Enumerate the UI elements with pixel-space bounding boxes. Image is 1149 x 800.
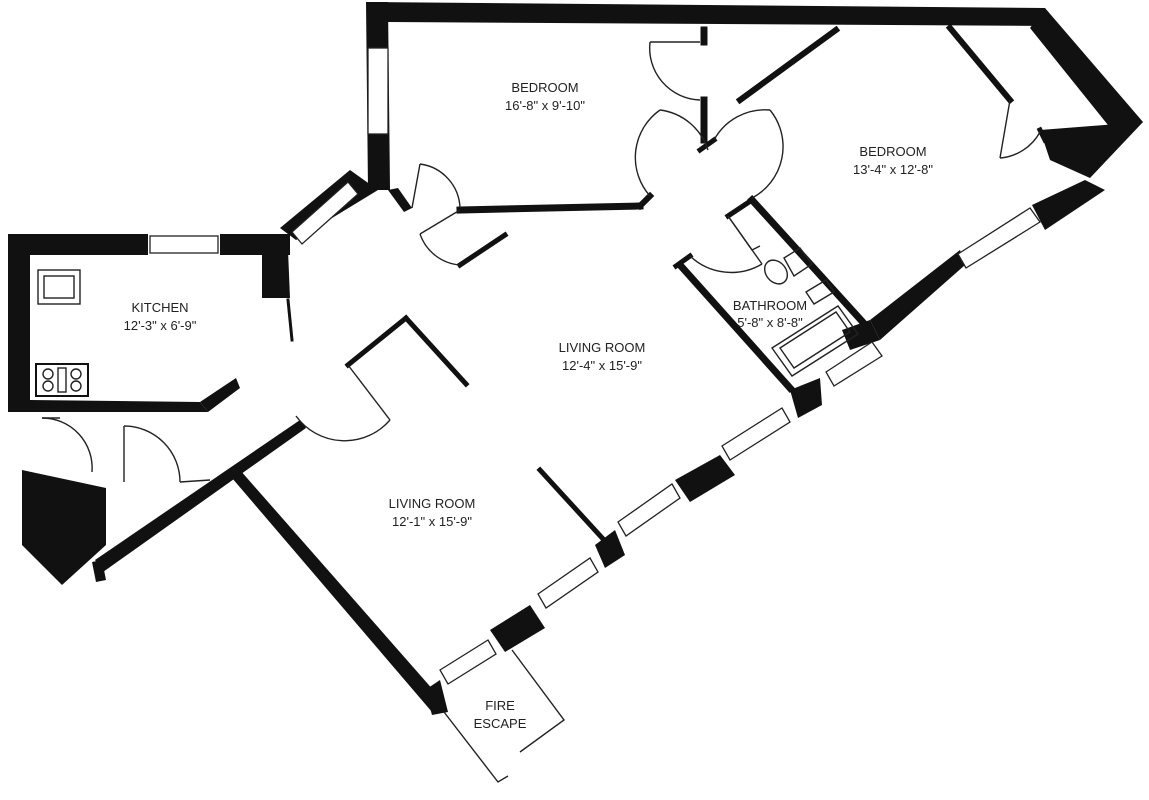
- bedroom-2-dims: 13'-4" x 12'-8": [853, 162, 933, 177]
- windows: [149, 47, 1041, 685]
- bathroom-sink-icon: [805, 279, 835, 305]
- kitchen-name: KITCHEN: [131, 300, 188, 315]
- sink-icon: [37, 269, 81, 305]
- fixtures: [35, 215, 859, 397]
- fire-escape-line2: ESCAPE: [474, 716, 527, 731]
- room-labels: BEDROOM 16'-8" x 9'-10" BEDROOM 13'-4" x…: [124, 80, 934, 731]
- doors: [41, 41, 1041, 483]
- kitchen-dims: 12'-3" x 6'-9": [124, 318, 197, 333]
- stove-icon: [35, 363, 89, 397]
- living-room-2-name: LIVING ROOM: [389, 496, 476, 511]
- interior-walls: [286, 23, 1049, 783]
- toilet-icon: [763, 247, 814, 285]
- fire-escape-line1: FIRE: [485, 698, 515, 713]
- living-room-2-dims: 12'-1" x 15'-9": [392, 514, 472, 529]
- bedroom-1-name: BEDROOM: [511, 80, 578, 95]
- living-room-1-dims: 12'-4" x 15'-9": [562, 358, 642, 373]
- living-room-1-name: LIVING ROOM: [559, 340, 646, 355]
- bathtub-icon: [771, 305, 859, 377]
- bathroom-dims: 5'-8" x 8'-8": [737, 315, 803, 330]
- bathroom-name: BATHROOM: [733, 298, 807, 313]
- bedroom-1-dims: 16'-8" x 9'-10": [505, 98, 585, 113]
- bedroom-2-name: BEDROOM: [859, 144, 926, 159]
